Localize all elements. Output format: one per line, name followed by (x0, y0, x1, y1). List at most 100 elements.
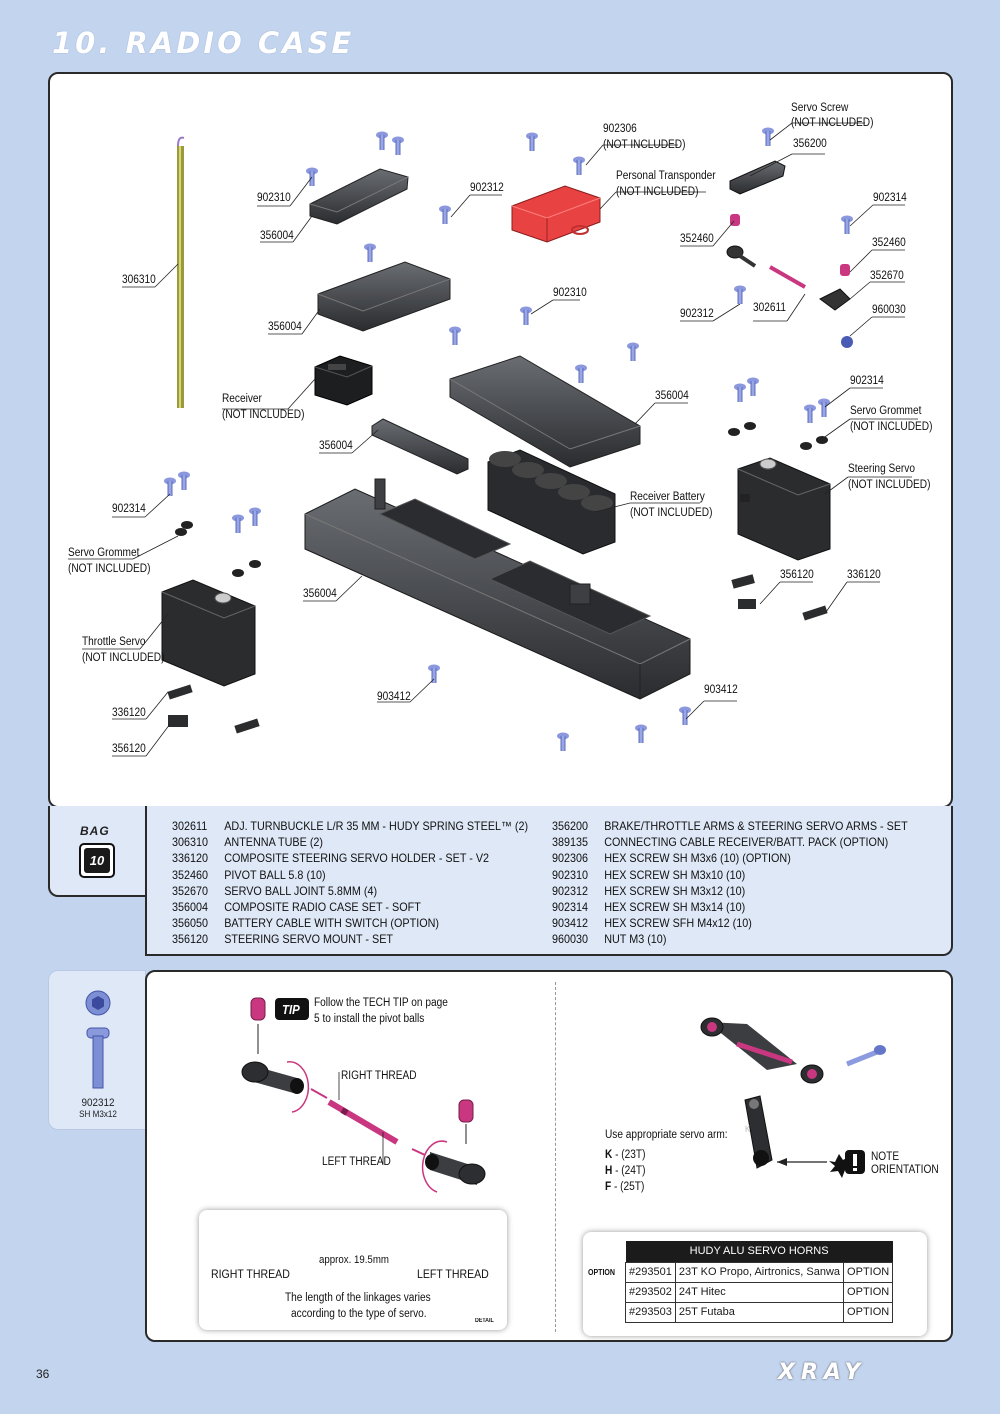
tip-line-1: Follow the TECH TIP on page (314, 997, 448, 1009)
label-356004-d: 356004 (655, 390, 689, 402)
label-servo-screw: Servo Screw (791, 102, 849, 114)
steering-servo (737, 457, 831, 561)
case-cover-long (449, 355, 641, 468)
table-title: HUDY ALU SERVO HORNS (625, 1241, 893, 1262)
tip-right-thread: RIGHT THREAD (341, 1070, 417, 1082)
label-903412-b: 903412 (704, 684, 738, 696)
option-badge: OPTION (588, 1268, 615, 1277)
case-cover-medium (317, 261, 451, 332)
label-336120-b: 336120 (112, 707, 146, 719)
exploded-view-drawing (68, 122, 918, 757)
note-line-1: NOTE (871, 1151, 900, 1163)
assembly-tips-panel: TIP Follow the TECH TIP on page 5 to ins… (145, 970, 953, 1342)
label-902310-a: 902310 (257, 192, 291, 204)
arm-option-f: F - (25T) (605, 1181, 645, 1193)
label-receiver-battery-ni: (NOT INCLUDED) (630, 507, 713, 519)
label-336120-a: 336120 (847, 569, 881, 581)
label-transponder: Personal Transponder (616, 170, 716, 182)
detail-note-1: The length of the linkages varies (285, 1292, 431, 1304)
detail-note-2: according to the type of servo. (291, 1308, 427, 1320)
label-356004-b: 356004 (268, 321, 302, 333)
arm-letter: K (745, 1124, 751, 1134)
throttle-servo (161, 579, 256, 687)
receiver-unit (314, 355, 373, 406)
servo-arm-linkage (726, 160, 853, 348)
receiver-battery (487, 449, 616, 555)
label-servo-grommet-right: Servo Grommet (850, 405, 922, 417)
label-servo-grommet-right-ni: (NOT INCLUDED) (850, 421, 933, 433)
label-902306-ni: (NOT INCLUDED) (603, 139, 686, 151)
page-number: 36 (36, 1367, 50, 1381)
detail-badge: DETAIL (475, 1318, 494, 1324)
label-902310-b: 902310 (553, 287, 587, 299)
screw-code: 902312 (81, 1097, 115, 1109)
label-902314-a: 902314 (873, 192, 907, 204)
label-throttle-servo: Throttle Servo (82, 636, 146, 648)
screw-reference-tab: 902312 SH M3x12 (48, 970, 146, 1130)
label-356120-a: 356120 (780, 569, 814, 581)
label-352460-b: 352460 (872, 237, 906, 249)
screw-spec: SH M3x12 (79, 1109, 117, 1119)
label-transponder-ni: (NOT INCLUDED) (616, 186, 699, 198)
label-356200: 356200 (793, 138, 827, 150)
label-servo-screw-ni: (NOT INCLUDED) (791, 117, 874, 129)
case-cover-small (309, 168, 409, 225)
screws (164, 127, 853, 751)
bag-word: BAG (80, 824, 110, 838)
linkage-detail: approx. 19.5mm RIGHT THREAD LEFT THREAD … (199, 1210, 507, 1330)
brand-logo: XRAY (778, 1360, 867, 1385)
detail-left-thread: LEFT THREAD (417, 1267, 489, 1281)
page-title: 10. RADIO CASE (52, 26, 355, 60)
label-servo-grommet-left-ni: (NOT INCLUDED) (68, 563, 151, 575)
label-receiver: Receiver (222, 393, 262, 405)
arm-option-k: K - (23T) (605, 1149, 646, 1161)
tip-left-thread: LEFT THREAD (322, 1156, 391, 1168)
personal-transponder (511, 185, 601, 243)
label-902312-a: 902312 (470, 182, 504, 194)
tip-line-2: 5 to install the pivot balls (314, 1013, 425, 1025)
label-903412-a: 903412 (377, 691, 411, 703)
leader-lines (68, 122, 918, 757)
detail-right-thread: RIGHT THREAD (211, 1267, 290, 1281)
label-throttle-servo-ni: (NOT INCLUDED) (82, 652, 165, 664)
label-servo-grommet-left: Servo Grommet (68, 547, 140, 559)
label-356120-b: 356120 (112, 743, 146, 755)
grommets-holders (167, 422, 828, 734)
label-902314-b: 902314 (850, 375, 884, 387)
antenna-tube (177, 136, 185, 408)
label-352460-a: 352460 (680, 233, 714, 245)
label-902312-b: 902312 (680, 308, 714, 320)
label-356004-e: 356004 (303, 588, 337, 600)
label-356004-c: 356004 (319, 440, 353, 452)
label-receiver-ni: (NOT INCLUDED) (222, 409, 305, 421)
section-divider (555, 982, 556, 1332)
note-line-2: ORIENTATION (871, 1164, 939, 1176)
bag-badge: 10 (79, 843, 115, 878)
detail-approx: approx. 19.5mm (319, 1254, 389, 1266)
case-cover-strip (371, 418, 469, 475)
bag-tab: BAG 10 (48, 806, 146, 897)
exploded-diagram: Servo Screw (NOT INCLUDED) 356200 902306… (48, 72, 953, 808)
label-960030: 960030 (872, 304, 906, 316)
